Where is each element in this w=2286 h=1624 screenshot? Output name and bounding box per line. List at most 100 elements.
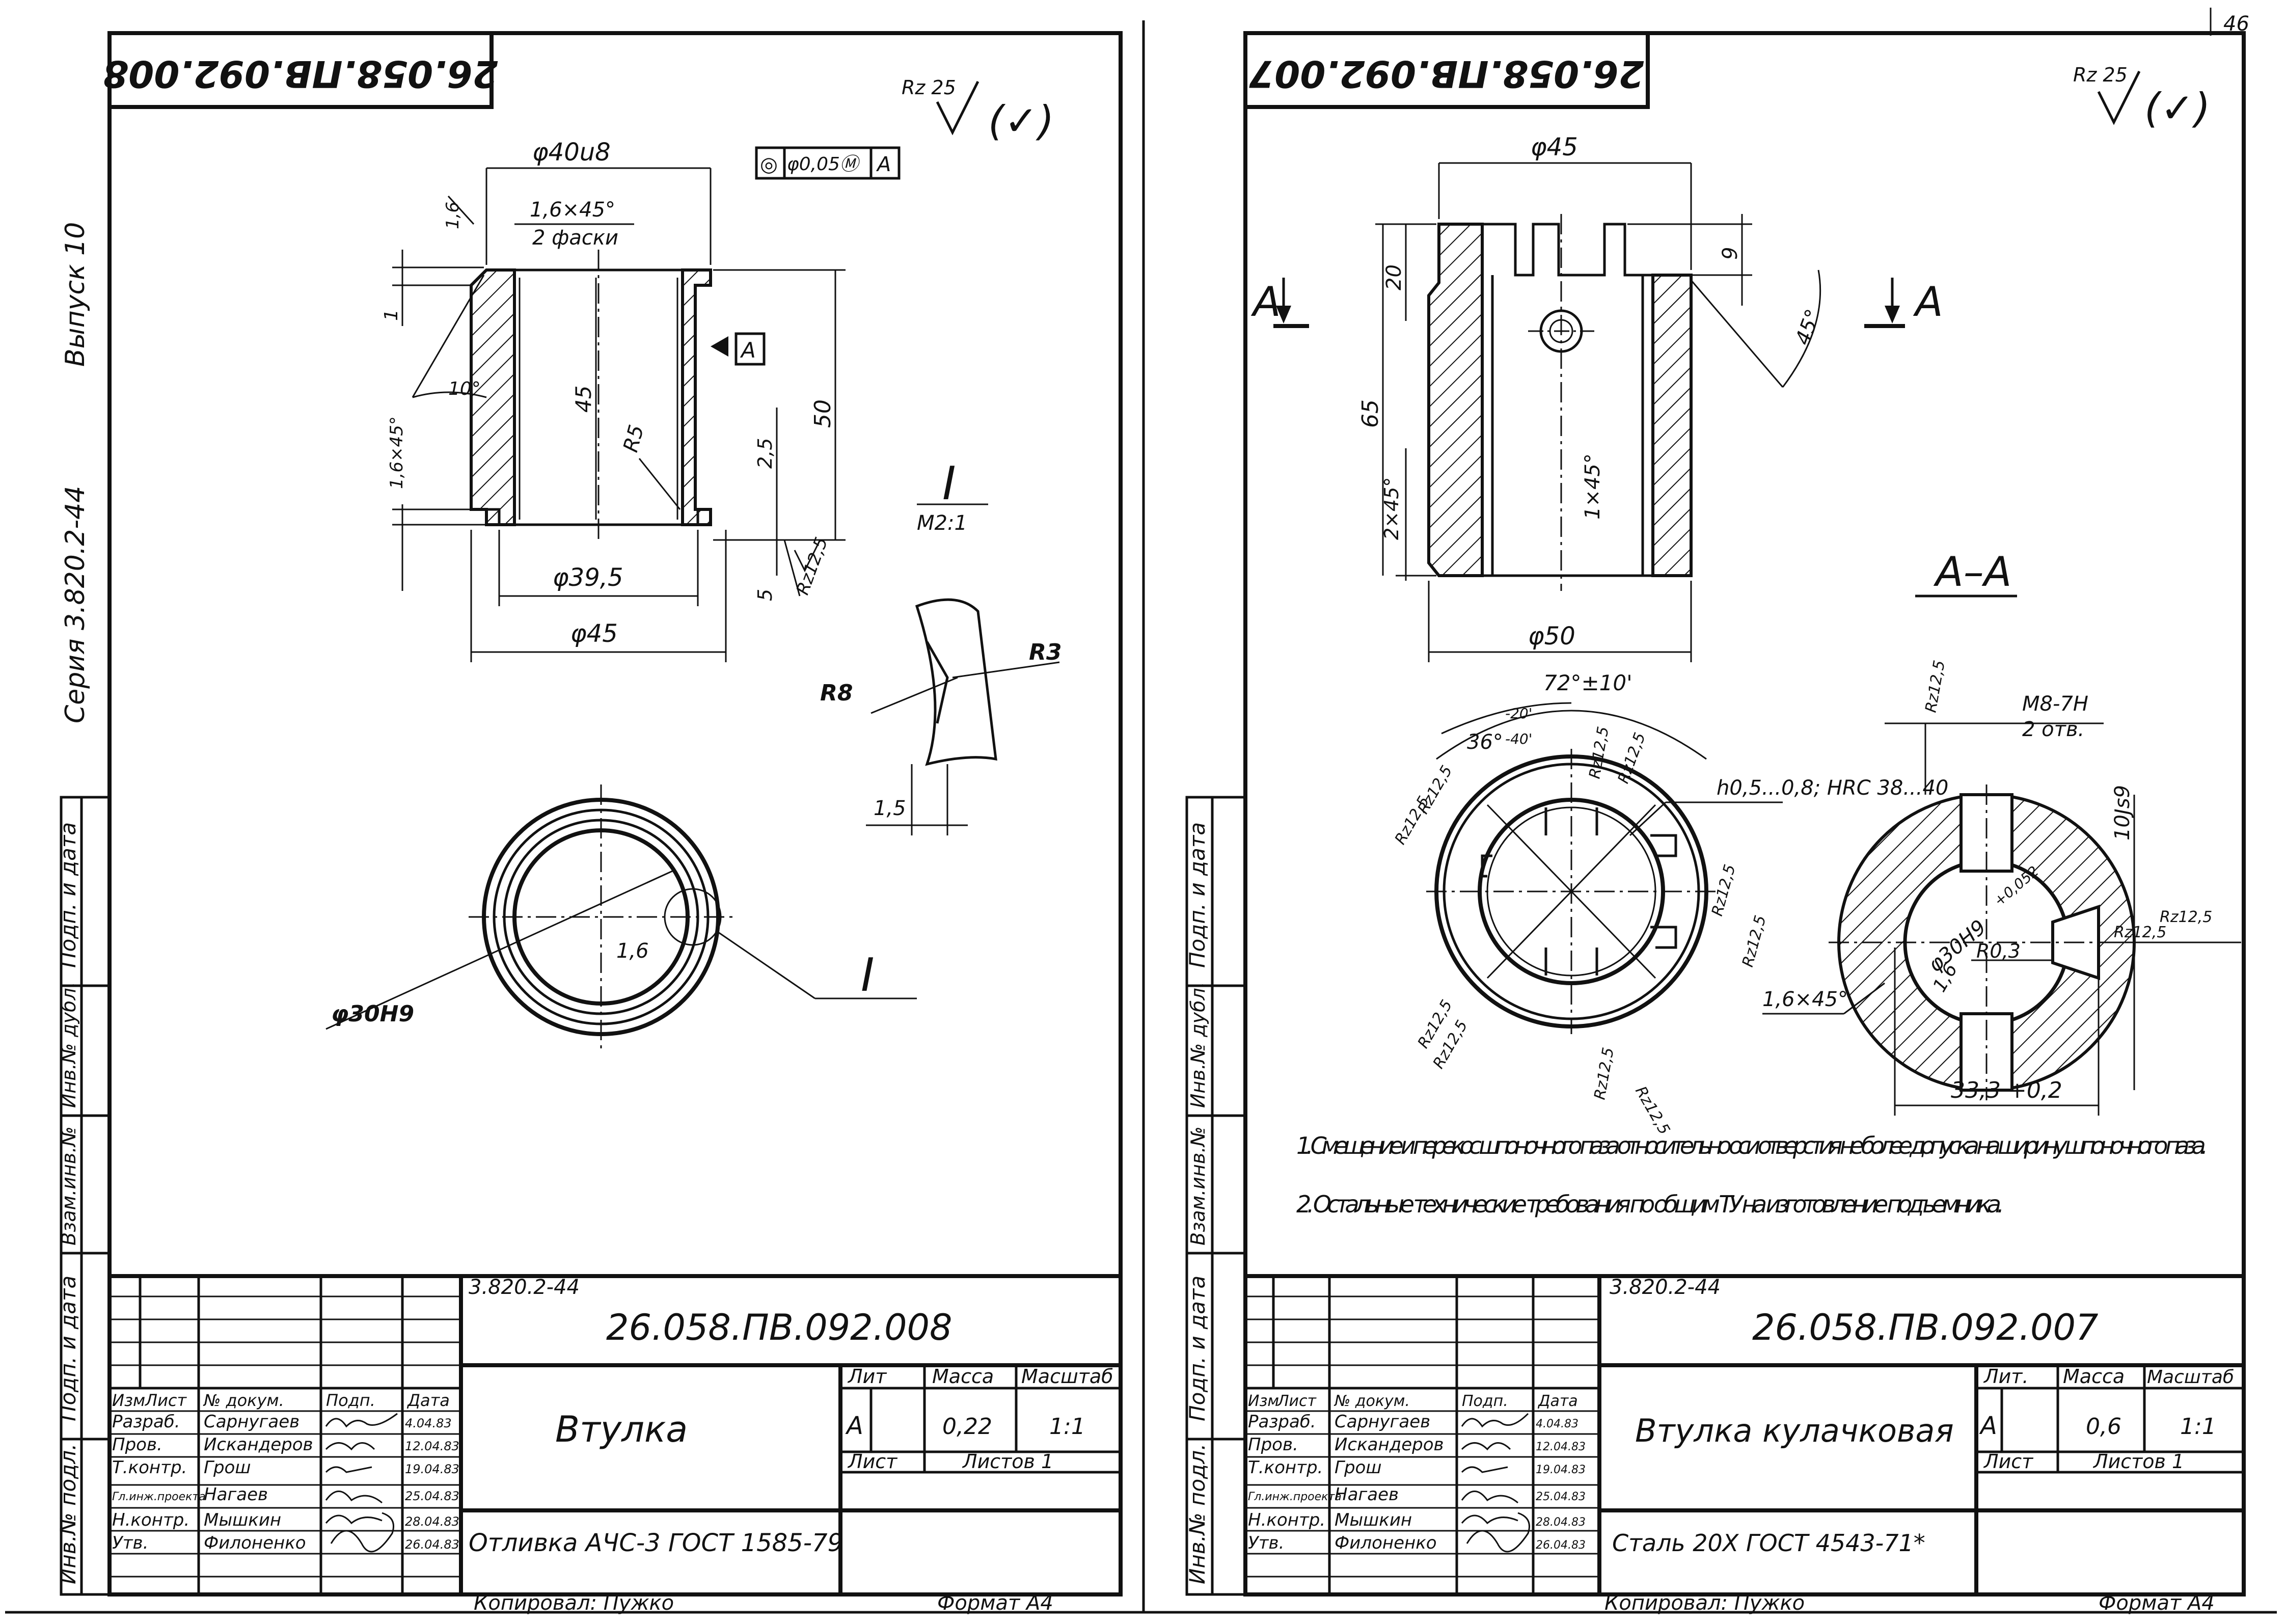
detail-label: I (942, 457, 956, 510)
col-izm: Изм (112, 1391, 145, 1410)
bushing-plan: I φ30Н9 1,6 (325, 784, 917, 1049)
left-roughness-mark: (✓) (988, 97, 1054, 145)
dim-9: 9 (1719, 247, 1742, 260)
col-doc: № докум. (203, 1391, 284, 1410)
dim-1-6b: 1,6 (616, 939, 649, 963)
dim-20: 20 (1382, 264, 1406, 290)
lit-header: Лит (847, 1365, 887, 1388)
row-name: Искандеров (1335, 1434, 1444, 1455)
row-role: Гл.инж.проекта (112, 1491, 206, 1503)
dim-r5: R5 (619, 422, 648, 454)
dim-1: 1 (381, 309, 402, 321)
dim-d40u8: φ40u8 (532, 138, 611, 167)
hardness: h0,5...0,8; HRC 38...40 (1717, 776, 1948, 800)
title-material: Сталь 20Х ГОСТ 4543-71* (1612, 1529, 1925, 1557)
side-field-3: Взам.инв.№ (58, 1126, 80, 1246)
col-list: Лист (145, 1391, 187, 1410)
margin-vypusk: Выпуск 10 (60, 222, 91, 367)
row-date: 25.04.83 (405, 1489, 459, 1503)
tol-symbol: ◎ (760, 153, 778, 176)
row-date: 4.04.83 (405, 1416, 452, 1430)
row-role: Гл.инж.проекта (1248, 1491, 1342, 1503)
chamfer-top-note: 2 фаски (532, 226, 618, 250)
detail-callout: I (861, 949, 875, 1002)
side-field-3: Взам.инв.№ (1187, 1126, 1209, 1246)
scale-value: 1:1 (1049, 1414, 1085, 1440)
dim-d45-right: φ45 (1531, 133, 1578, 161)
dim-r8: R8 (820, 680, 853, 706)
side-field-4: Подп. и дата (1185, 1276, 1210, 1421)
cam-plan (1426, 749, 1717, 1034)
title-code: 26.058.ПВ.092.008 (606, 1307, 953, 1348)
row-date: 26.04.83 (405, 1537, 459, 1552)
scale-header: Масштаб (1021, 1365, 1113, 1388)
rz-label: Rz12,5 (1392, 793, 1433, 848)
row-name: Нагаев (204, 1484, 268, 1505)
sheets-label: Листов 1 (2092, 1450, 2184, 1473)
chamfer-side: 1,6×45° (387, 416, 407, 489)
rz-label: Rz12,5 (1586, 725, 1612, 780)
col-sign: Подп. (1462, 1392, 1508, 1410)
rz-aa-top: Rz12,5 (1922, 659, 1948, 714)
row-role: Утв. (112, 1533, 148, 1553)
dim-d39-5: φ39,5 (553, 563, 623, 592)
col-doc: № докум. (1334, 1392, 1410, 1410)
angle-10: 10° (448, 378, 481, 399)
rz12-5-left: Rz12,5 (793, 534, 832, 598)
left-stamp-code: 26.058.ПВ.092.008 (103, 52, 498, 95)
row-name: Филоненко (1335, 1533, 1437, 1553)
tol-value: φ0,05Ⓜ (787, 154, 861, 175)
title-name: Втулка кулачковая (1635, 1412, 1954, 1449)
row-date: 25.04.83 (1536, 1491, 1586, 1503)
right-roughness-mark: (✓) (2144, 85, 2210, 132)
rz-label: Rz12,5 (1591, 1046, 1617, 1101)
section-a-left: A (1250, 278, 1281, 326)
cam-bushing-section (1427, 214, 1693, 591)
row-role: Н.контр. (112, 1510, 189, 1530)
rz-aa-right: Rz12,5 (2114, 924, 2166, 941)
series-ref: 3.820.2-44 (1610, 1276, 1721, 1299)
col-date: Дата (1537, 1392, 1578, 1410)
section-title: А–А (1933, 548, 2011, 596)
section-aa-view (1829, 784, 2144, 1100)
copied-by: Копировал: Пужко (474, 1591, 674, 1615)
side-field-1: Подп. и дата (1185, 822, 1210, 968)
mass-header: Масса (2063, 1365, 2125, 1388)
thread-note: 2 отв. (2022, 718, 2084, 741)
lit-header: Лит. (1983, 1365, 2029, 1388)
format: Формат А4 (2099, 1591, 2215, 1615)
side-field-2: Инв.№ дубл. (1187, 982, 1209, 1108)
left-roughness: Rz 25 (902, 76, 956, 99)
thread: M8-7H (2022, 692, 2088, 716)
row-name: Мышкин (1335, 1510, 1412, 1530)
row-role: Н.контр. (1248, 1510, 1325, 1530)
note-2: 2. Остальные технические требования по о… (1296, 1190, 2004, 1218)
dim-1-5: 1,5 (874, 797, 906, 820)
left-sheet: Подп. и дата Инв.№ дубл. Взам.инв.№ Подп… (56, 31, 1123, 1615)
row-date: 12.04.83 (405, 1439, 459, 1453)
copied-by: Копировал: Пужко (1604, 1591, 1805, 1615)
angle-36-lower: -40' (1505, 730, 1532, 747)
side-field-5: Инв.№ подл. (56, 1444, 80, 1584)
angle-72: 72°±10' (1543, 670, 1632, 695)
format: Формат А4 (937, 1591, 1053, 1615)
rz-aa-right2: Rz12,5 (2160, 908, 2212, 926)
right-title-block: 3.820.2-44 26.058.ПВ.092.007 Втулка кула… (1243, 1274, 2246, 1615)
col-sign: Подп. (326, 1391, 375, 1410)
side-field-1: Подп. и дата (56, 822, 80, 968)
dim-2-5: 2,5 (754, 438, 776, 469)
angle-45: 45° (1791, 306, 1825, 348)
row-role: Разраб. (1248, 1412, 1316, 1432)
title-name: Втулка (555, 1409, 688, 1450)
right-roughness: Rz 25 (2073, 64, 2128, 86)
rz-label: Rz12,5 (1708, 862, 1739, 918)
dim-10js9: 10Js9 (2111, 785, 2134, 841)
mass-value: 0,6 (2086, 1414, 2121, 1440)
row-role: Разраб. (112, 1412, 180, 1432)
margin-seriya: Серия 3.820.2-44 (60, 486, 91, 723)
row-name: Грош (1335, 1457, 1381, 1478)
side-field-2: Инв.№ дубл. (58, 982, 80, 1108)
row-role: Т.контр. (112, 1457, 187, 1478)
row-role: Утв. (1248, 1533, 1284, 1553)
